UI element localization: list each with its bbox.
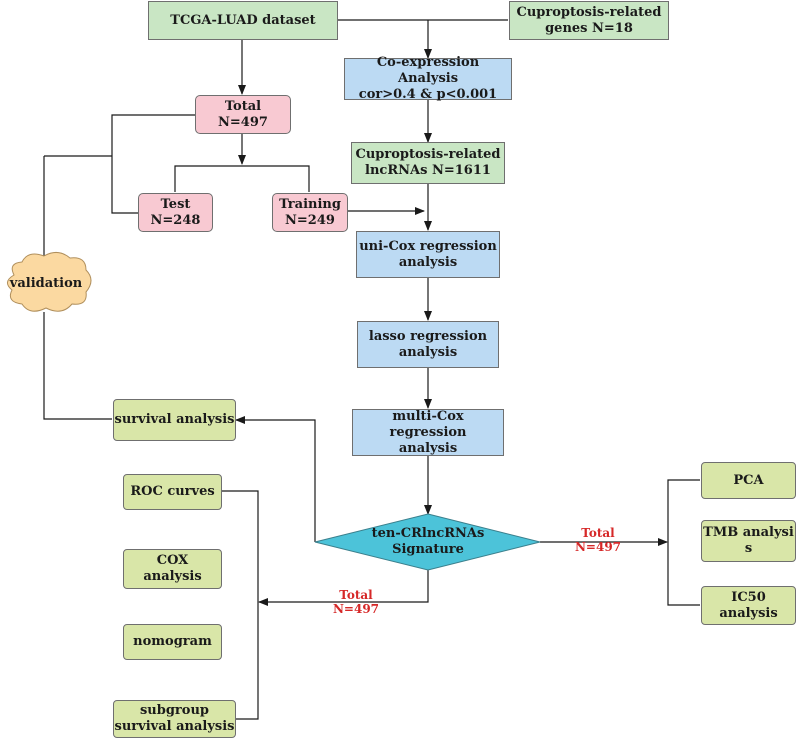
edge-right-bracket (667, 479, 700, 606)
node-total: Total N=497 (195, 95, 291, 134)
edge-label-text: Total (581, 526, 615, 540)
node-text: Total (224, 98, 262, 114)
node-cox-analysis: COX analysis (123, 549, 222, 589)
edge-total-left (111, 114, 195, 214)
node-text: s (744, 541, 753, 556)
node-text: TMB analysi (703, 525, 794, 540)
node-uni-cox-regression: uni-Cox regression analysis (356, 231, 500, 278)
node-text: Training (279, 196, 341, 212)
node-text: PCA (733, 472, 764, 488)
node-test: Test N=248 (138, 193, 213, 232)
node-text: Signature (392, 542, 464, 557)
node-text: lasso regression (368, 328, 488, 344)
node-text: Cuproptosis-related (355, 147, 501, 162)
node-co-expression-analysis: Co-expression Analysis cor>0.4 & p<0.001 (344, 55, 512, 102)
node-validation: validation (4, 276, 88, 294)
node-text: nomogram (133, 634, 212, 649)
edge-left-bracket (222, 490, 259, 720)
node-text: Co-expression Analysis (376, 55, 480, 86)
edge-split-test (174, 165, 310, 192)
node-text: cor>0.4 & p<0.001 (358, 87, 498, 102)
node-text: analysis (143, 569, 202, 584)
node-text: subgroup (139, 703, 209, 718)
edge-validation-down (43, 312, 112, 420)
node-text: Cuproptosis-related (516, 4, 662, 20)
node-cuproptosis-genes: Cuproptosis-related genes N=18 (509, 1, 669, 40)
node-pca: PCA (701, 462, 796, 499)
edge-label-text: N=497 (574, 540, 622, 554)
edge-label-bottom-total: Total N=497 (326, 588, 386, 616)
node-signature: ten-CRlncRNAs Signature (350, 526, 506, 558)
node-text: COX (156, 553, 189, 568)
node-text: validation (9, 276, 83, 291)
node-multi-cox-regression: multi-Cox regression analysis (352, 409, 504, 456)
edge-signature-bottom (258, 570, 429, 606)
node-text: analysis (398, 440, 458, 456)
node-text: analysis (398, 254, 458, 270)
node-nomogram: nomogram (123, 624, 222, 660)
node-text: survival analysis (114, 412, 235, 427)
node-lasso-regression: lasso regression analysis (357, 321, 499, 368)
node-text: multi-Cox regression (389, 408, 467, 440)
node-text: analysis (398, 344, 458, 360)
edge-label-right-total: Total N=497 (568, 526, 628, 554)
node-text: N=497 (218, 114, 268, 130)
node-ic50-analysis: IC50 analysis (701, 586, 796, 625)
node-roc-curves: ROC curves (123, 474, 222, 510)
node-text: N=248 (150, 212, 201, 228)
node-text: TCGA-LUAD dataset (170, 12, 316, 28)
edge-signature-survival (235, 416, 316, 542)
node-tmb-analysis: TMB analysi s (701, 520, 796, 562)
validation-cloud (7, 252, 92, 312)
node-text: N=249 (285, 212, 335, 228)
node-text: IC50 analysis (719, 589, 778, 621)
node-text: uni-Cox regression (359, 238, 497, 254)
node-tcga-luad-dataset: TCGA-LUAD dataset (148, 1, 338, 40)
node-subgroup-survival-analysis: subgroup survival analysis (113, 700, 236, 738)
node-text: ROC curves (130, 484, 215, 499)
node-text: ten-CRlncRNAs (371, 526, 485, 541)
edge-label-text: Total (339, 588, 373, 602)
edge-label-text: N=497 (332, 602, 380, 616)
node-text: survival analysis (114, 719, 235, 734)
node-text: genes N=18 (545, 20, 633, 36)
node-text: Test (160, 196, 191, 212)
node-text: lncRNAs N=1611 (365, 163, 491, 178)
signature-diamond (314, 513, 541, 571)
node-survival-analysis: survival analysis (113, 399, 236, 441)
node-training: Training N=249 (272, 193, 348, 232)
node-cuproptosis-lncrnas: Cuproptosis-related lncRNAs N=1611 (351, 142, 505, 184)
